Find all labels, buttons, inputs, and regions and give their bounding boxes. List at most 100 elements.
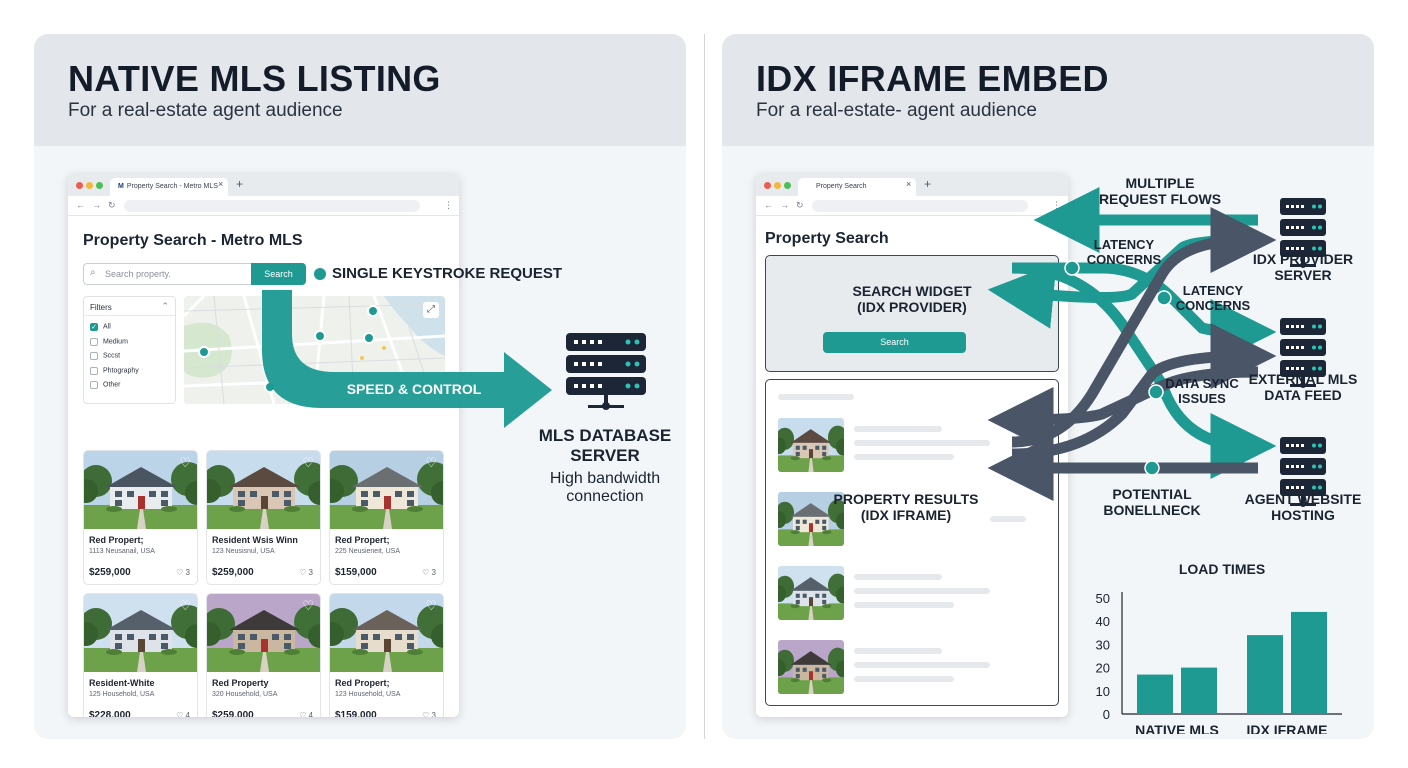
reload-icon[interactable]: ↻ [796, 200, 804, 210]
listing-card[interactable]: ♡Red Propert;225 Neusieneit, USA$159,000… [329, 450, 444, 585]
search-input[interactable]: ⌕ Search property. [83, 263, 252, 285]
filter-checkbox[interactable] [90, 337, 98, 346]
browser-menu-icon[interactable]: ⋮ [444, 200, 453, 210]
favorite-heart-icon[interactable]: ♡ [425, 455, 437, 470]
bottleneck-marker [1144, 460, 1160, 476]
idx-provider-server-label: IDX PROVIDER SERVER [1238, 251, 1368, 283]
latency2-line1: LATENCY [1182, 283, 1244, 298]
idx-iframe-panel: IDX IFRAME EMBED For a real-estate- agen… [722, 34, 1374, 739]
idx-search-button[interactable]: Search [823, 332, 966, 353]
map-pin[interactable] [198, 346, 210, 358]
browser-menu-icon[interactable]: ⋮ [1052, 200, 1061, 210]
minimize-window-dot[interactable] [86, 182, 93, 189]
listing-title: Red Property [212, 678, 269, 688]
listing-likes: ♡ 3 [176, 568, 190, 577]
url-field[interactable] [124, 200, 420, 212]
server-label-line2: SERVER [570, 445, 640, 465]
back-icon[interactable]: ← [76, 200, 85, 210]
map-pin[interactable] [363, 332, 375, 344]
filter-option[interactable]: ✓All [90, 323, 111, 335]
favorite-heart-icon[interactable]: ♡ [179, 455, 191, 470]
listing-photo [207, 594, 320, 672]
idx-browser-window: Property Search × + ← → ↻ ⋮ Property Sea… [756, 174, 1068, 717]
listing-price: $159,000 [335, 710, 377, 717]
latency2-line2: CONCERNS [1175, 297, 1251, 313]
result-thumbnail[interactable] [778, 418, 844, 472]
server-icons [1280, 198, 1326, 507]
favorite-heart-icon[interactable]: ♡ [302, 598, 314, 613]
close-tab-icon[interactable]: × [906, 179, 912, 189]
x-category-label: IDX IFRAME [1247, 722, 1328, 734]
minimize-window-dot[interactable] [774, 182, 781, 189]
page-heading: Property Search - Metro MLS [83, 232, 303, 249]
listing-card[interactable]: ♡Red Propert;1113 Neusanail, USA$259,000… [83, 450, 198, 585]
chart-bar [1137, 674, 1173, 714]
bottleneck-label: POTENTIAL BONELLNECK [1097, 486, 1207, 518]
chart-title: LOAD TIMES [1179, 561, 1265, 577]
listing-address: 320 Household, USA [212, 691, 278, 698]
mls-logo-icon: M [118, 183, 124, 190]
map-pin[interactable] [314, 330, 326, 342]
reload-icon[interactable]: ↻ [108, 200, 116, 210]
listing-likes: ♡ 4 [176, 711, 190, 717]
panel-subtitle: For a real-estate agent audience [68, 100, 343, 121]
close-tab-icon[interactable]: × [218, 179, 224, 189]
address-bar: ← → ↻ ⋮ [756, 196, 1068, 216]
map-pin[interactable] [264, 381, 276, 393]
back-icon[interactable]: ← [764, 200, 773, 210]
result-thumbnail[interactable] [778, 640, 844, 694]
new-tab-icon[interactable]: + [236, 177, 244, 191]
filters-title: Filters [90, 303, 112, 312]
close-window-dot[interactable] [76, 182, 83, 189]
filter-option[interactable]: Phtography [90, 366, 139, 379]
forward-icon[interactable]: → [780, 200, 789, 210]
server-line2: DATA FEED [1264, 387, 1342, 404]
result-thumbnail[interactable] [778, 492, 844, 546]
listing-price: $259,000 [212, 710, 254, 717]
search-widget-frame: SEARCH WIDGET (IDX PROVIDER) Search [765, 255, 1059, 372]
close-window-dot[interactable] [764, 182, 771, 189]
forward-icon[interactable]: → [92, 200, 101, 210]
favorite-heart-icon[interactable]: ♡ [425, 598, 437, 613]
maximize-window-dot[interactable] [96, 182, 103, 189]
filter-option[interactable]: Medium [90, 337, 128, 350]
y-tick-label: 20 [1096, 661, 1110, 676]
favorite-heart-icon[interactable]: ♡ [179, 598, 191, 613]
search-button[interactable]: Search [251, 263, 306, 285]
new-tab-icon[interactable]: + [924, 177, 932, 191]
filter-checkbox[interactable] [90, 381, 98, 389]
favorite-heart-icon[interactable]: ♡ [302, 455, 314, 470]
datasync-line2: ISSUES [1178, 390, 1226, 406]
map-pin[interactable] [367, 305, 379, 317]
browser-tab-bar: Property Search × + [756, 174, 1068, 196]
skeleton-line [854, 440, 990, 446]
listing-address: 125 Household, USA [89, 691, 155, 698]
expand-map-icon[interactable]: ⤢ [423, 302, 439, 318]
browser-tab[interactable]: Property Search [798, 178, 916, 196]
latency1-line2: CONCERNS [1086, 251, 1162, 267]
server-line1: AGENT WEBSITE [1244, 491, 1362, 507]
filter-checkbox[interactable]: ✓ [90, 323, 98, 331]
chevron-up-icon[interactable]: ⌃ [161, 301, 169, 311]
search-widget-line2: (IDX PROVIDER) [857, 299, 967, 316]
maximize-window-dot[interactable] [784, 182, 791, 189]
y-tick-label: 30 [1096, 637, 1110, 652]
filter-checkbox[interactable] [90, 366, 98, 375]
filter-option[interactable]: Sccst [90, 352, 120, 364]
listing-card[interactable]: ♡Red Propert;123 Household, USA$159,000♡… [329, 593, 444, 717]
datasync-marker [1148, 384, 1164, 400]
listing-likes: ♡ 3 [422, 711, 436, 717]
result-thumbnail[interactable] [778, 566, 844, 620]
chart-bar [1291, 611, 1327, 714]
speed-control-label: SPEED & CONTROL [346, 381, 482, 397]
filter-checkbox[interactable] [90, 352, 98, 360]
filter-option[interactable]: Other [90, 381, 121, 393]
skeleton-line [854, 676, 954, 682]
url-field[interactable] [812, 200, 1028, 212]
